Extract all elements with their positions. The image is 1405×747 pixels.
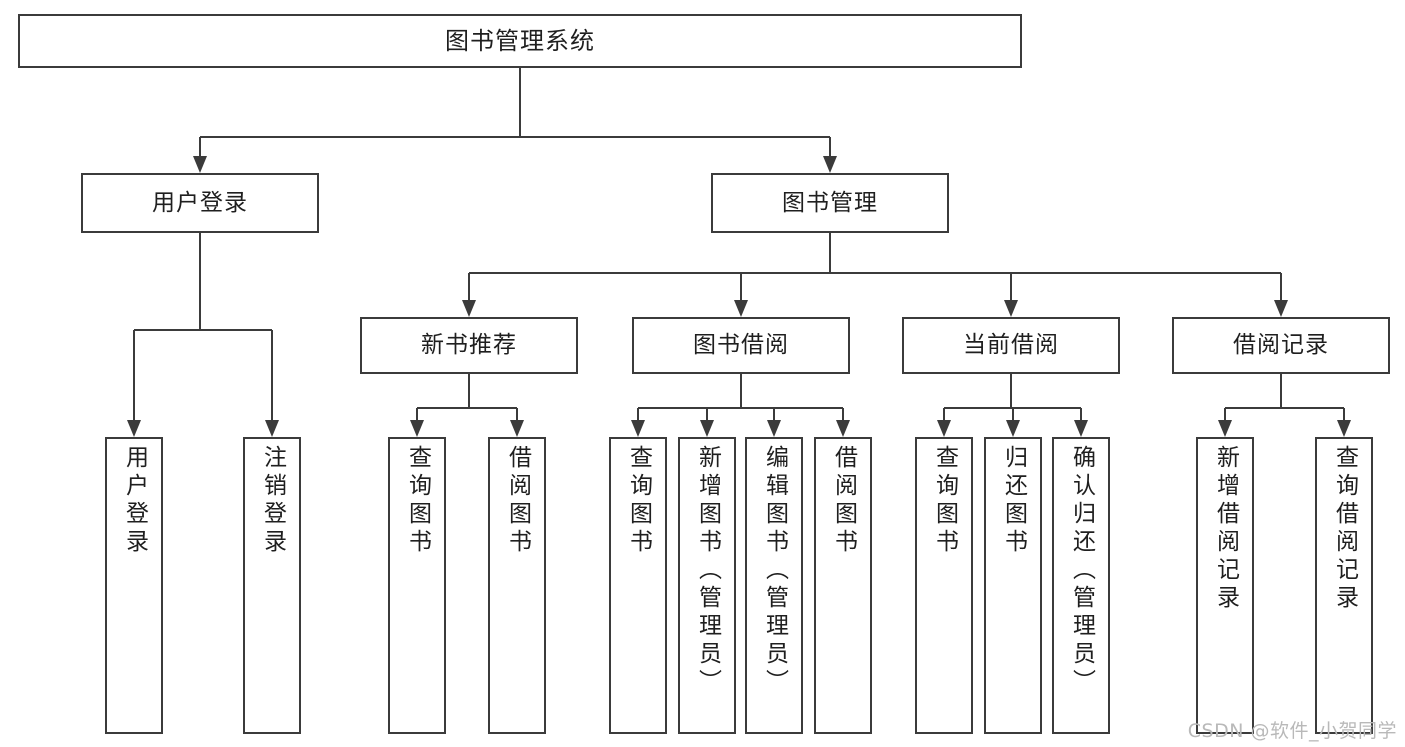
leaf-node[interactable]: 查询图书	[915, 437, 973, 734]
connector-line	[518, 68, 522, 137]
watermark-text: CSDN @软件_小贺同学	[1187, 720, 1397, 742]
arrowhead-icon	[700, 420, 714, 437]
node-label: 图书管理	[782, 189, 878, 216]
node-label: 查询图书	[931, 445, 958, 557]
arrowhead-icon	[631, 420, 645, 437]
leaf-node[interactable]: 用户登录	[105, 437, 163, 734]
arrowhead-icon	[1004, 300, 1018, 317]
leaf-node[interactable]: 借阅图书	[814, 437, 872, 734]
connector-line	[772, 408, 776, 420]
connector-line	[200, 135, 830, 139]
node-label: 新增图书（管理员）	[694, 445, 721, 697]
connector-line	[469, 271, 1281, 275]
node-label: 图书管理系统	[445, 27, 595, 55]
arrowhead-icon	[836, 420, 850, 437]
connector-line	[1279, 273, 1283, 300]
connector-line	[828, 137, 832, 156]
node-label: 查询借阅记录	[1331, 445, 1358, 613]
arrowhead-icon	[510, 420, 524, 437]
node-label: 新增借阅记录	[1212, 445, 1239, 613]
connector-line	[1225, 406, 1344, 410]
connector-line	[467, 273, 471, 300]
leaf-node[interactable]: 新增图书（管理员）	[678, 437, 736, 734]
connector-line	[515, 408, 519, 420]
leaf-node[interactable]: 确认归还（管理员）	[1052, 437, 1110, 734]
arrowhead-icon	[265, 420, 279, 437]
arrowhead-icon	[1274, 300, 1288, 317]
node-label: 用户登录	[152, 189, 248, 216]
node-book-management[interactable]: 图书管理	[711, 173, 949, 233]
connector-line	[841, 408, 845, 420]
arrowhead-icon	[767, 420, 781, 437]
arrowhead-icon	[193, 156, 207, 173]
arrowhead-icon	[127, 420, 141, 437]
arrowhead-icon	[823, 156, 837, 173]
node-current-borrow[interactable]: 当前借阅	[902, 317, 1120, 374]
connector-line	[739, 374, 743, 408]
node-label: 图书借阅	[693, 332, 789, 359]
leaf-node[interactable]: 查询图书	[609, 437, 667, 734]
node-label: 借阅图书	[830, 445, 857, 557]
arrowhead-icon	[937, 420, 951, 437]
arrowhead-icon	[462, 300, 476, 317]
leaf-node[interactable]: 归还图书	[984, 437, 1042, 734]
leaf-node[interactable]: 借阅图书	[488, 437, 546, 734]
node-root-system[interactable]: 图书管理系统	[18, 14, 1022, 68]
node-label: 归还图书	[1000, 445, 1027, 557]
connector-line	[134, 328, 272, 332]
node-book-borrow[interactable]: 图书借阅	[632, 317, 850, 374]
node-label: 编辑图书（管理员）	[761, 445, 788, 697]
leaf-node[interactable]: 注销登录	[243, 437, 301, 734]
node-borrow-record[interactable]: 借阅记录	[1172, 317, 1390, 374]
arrowhead-icon	[1218, 420, 1232, 437]
connector-line	[1009, 374, 1013, 408]
leaf-node[interactable]: 编辑图书（管理员）	[745, 437, 803, 734]
connector-line	[828, 233, 832, 273]
connector-line	[198, 233, 202, 330]
arrowhead-icon	[1337, 420, 1351, 437]
node-label: 当前借阅	[963, 332, 1059, 359]
node-label: 查询图书	[625, 445, 652, 557]
arrowhead-icon	[734, 300, 748, 317]
arrowhead-icon	[410, 420, 424, 437]
connector-line	[417, 406, 517, 410]
node-label: 注销登录	[259, 445, 286, 557]
connector-line	[705, 408, 709, 420]
connector-line	[1079, 408, 1083, 420]
connector-line	[739, 273, 743, 300]
connector-line	[636, 408, 640, 420]
connector-line	[467, 374, 471, 408]
node-label: 借阅记录	[1233, 332, 1329, 359]
leaf-node[interactable]: 查询借阅记录	[1315, 437, 1373, 734]
connector-line	[132, 330, 136, 420]
node-user-login[interactable]: 用户登录	[81, 173, 319, 233]
connector-line	[1009, 273, 1013, 300]
arrowhead-icon	[1006, 420, 1020, 437]
leaf-node[interactable]: 查询图书	[388, 437, 446, 734]
leaf-node[interactable]: 新增借阅记录	[1196, 437, 1254, 734]
connector-line	[198, 137, 202, 156]
connector-line	[270, 330, 274, 420]
arrowhead-icon	[1074, 420, 1088, 437]
node-label: 新书推荐	[421, 332, 517, 359]
connector-line	[638, 406, 843, 410]
connector-line	[942, 408, 946, 420]
connector-line	[1223, 408, 1227, 420]
node-new-book-recommend[interactable]: 新书推荐	[360, 317, 578, 374]
node-label: 确认归还（管理员）	[1068, 445, 1095, 697]
connector-line	[415, 408, 419, 420]
connector-line	[1011, 408, 1015, 420]
connector-line	[1342, 408, 1346, 420]
node-label: 查询图书	[404, 445, 431, 557]
node-label: 借阅图书	[504, 445, 531, 557]
connector-line	[1279, 374, 1283, 408]
node-label: 用户登录	[121, 445, 148, 557]
